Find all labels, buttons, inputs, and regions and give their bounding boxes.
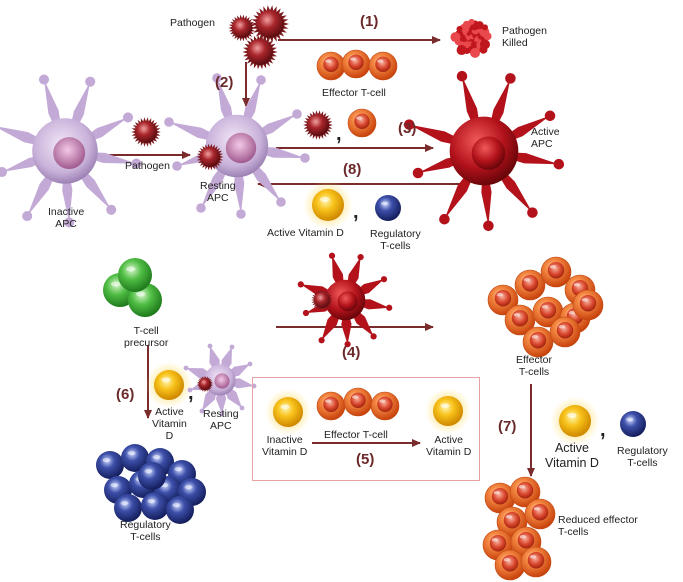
vitamin-d-icon: [424, 387, 472, 435]
effector-tcell-icon: [524, 498, 556, 530]
resting-apc-icon: [164, 73, 310, 219]
regulatory-tcell-icon: [375, 195, 401, 221]
step-1: (1): [360, 13, 379, 30]
cells-layer: [0, 5, 646, 581]
regulatory-tcell-icon: [114, 494, 142, 522]
vitamin-d-icon: [303, 180, 353, 230]
effector-tcell-icon: [522, 326, 554, 358]
regulatory-tcell-icon: [166, 496, 194, 524]
effector-tcell-icon: [549, 316, 581, 348]
vitamin-d-icon: [264, 388, 312, 436]
resting-apc-icon: [183, 343, 257, 417]
pathogen-cell-icon: [228, 14, 256, 42]
effector-tcell-icon: [316, 51, 346, 81]
label-active-vitd-top: Active Vitamin D: [267, 227, 344, 239]
label-effector-tcell-box: Effector T-cell: [324, 429, 388, 441]
effector-tcell-icon: [520, 546, 552, 578]
active-apc-icon: [403, 70, 565, 232]
pathogen-cell-icon: [196, 143, 224, 171]
step-3: (3): [398, 120, 417, 137]
effector-tcell-icon: [370, 391, 400, 421]
step-4: (4): [342, 344, 361, 361]
regulatory-tcell-icon: [138, 462, 166, 490]
step5-box: [252, 377, 480, 481]
effector-tcell-icon: [532, 296, 564, 328]
arrows-layer: [103, 36, 535, 477]
step-2: (2): [215, 74, 234, 91]
effector-tcell-icon: [494, 549, 526, 581]
comma-step6: ,: [188, 382, 194, 404]
tcell-precursor-icon: [118, 258, 152, 292]
effector-tcell-icon: [368, 51, 398, 81]
step-8: (8): [343, 161, 362, 178]
effector-tcell-icon: [484, 482, 516, 514]
effector-tcell-icon: [540, 256, 572, 288]
step-7: (7): [498, 418, 517, 435]
regulatory-tcell-icon: [620, 411, 646, 437]
effector-tcell-icon: [572, 289, 604, 321]
vitamin-d-icon: [550, 396, 600, 446]
pathogen-cell-icon: [196, 376, 214, 392]
pathogen-cell-icon: [242, 34, 278, 70]
pathogen-cell-icon: [251, 5, 289, 43]
regulatory-tcell-icon: [96, 451, 124, 479]
pathogen-cell-icon: [131, 117, 161, 147]
step-5: (5): [356, 451, 375, 468]
pathogen-killed-icon: [450, 18, 492, 58]
label-pathogen-mid: Pathogen: [125, 160, 170, 172]
effector-tcell-icon: [514, 269, 546, 301]
effector-tcell-icon: [487, 284, 519, 316]
effector-tcell-icon: [341, 49, 371, 79]
regulatory-tcell-icon: [121, 444, 149, 472]
effector-tcell-icon: [509, 476, 541, 508]
pathogen-cell-icon: [311, 289, 333, 311]
pathogen-cell-icon: [303, 110, 333, 140]
label-effector-tcell-top: Effector T-cell: [322, 87, 386, 99]
label-pathogen-top: Pathogen: [170, 17, 215, 29]
effector-tcell-icon: [504, 304, 536, 336]
comma-step8: ,: [353, 201, 359, 223]
inactive-apc-icon: [0, 74, 142, 228]
comma-step3: ,: [336, 123, 342, 145]
effector-tcell-icon: [343, 387, 373, 417]
effector-tcell-icon: [316, 391, 346, 421]
step-6: (6): [116, 386, 135, 403]
regulatory-tcell-icon: [141, 492, 169, 520]
vitamin-d-icon: [145, 361, 193, 409]
comma-step7: ,: [600, 419, 606, 441]
effector-tcell-icon: [347, 108, 377, 138]
